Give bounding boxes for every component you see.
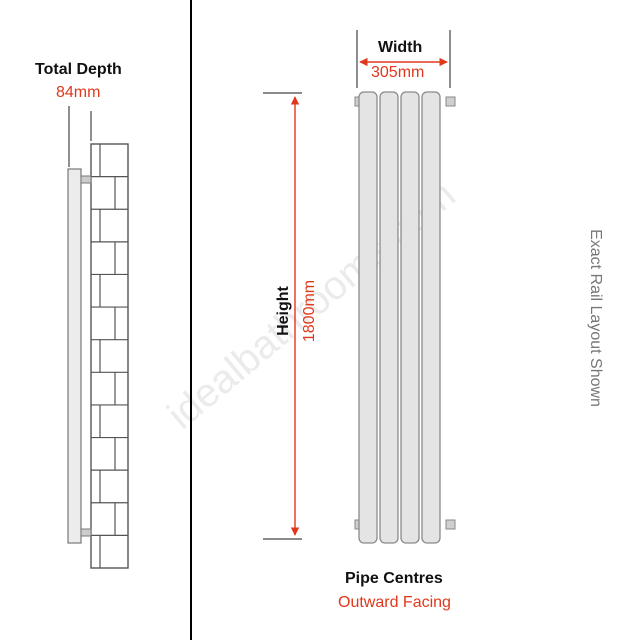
brick-wall: [90, 143, 129, 569]
height-label: Height: [275, 286, 292, 336]
depth-label: Total Depth: [35, 61, 122, 78]
side-radiator: [67, 168, 92, 544]
pipe-centres-label: Pipe Centres: [345, 570, 443, 587]
width-label: Width: [378, 39, 423, 56]
height-value: 1800mm: [301, 279, 318, 343]
pipe-centres-value: Outward Facing: [338, 594, 451, 611]
width-value: 305mm: [371, 64, 425, 81]
height-dimension: [263, 92, 302, 540]
width-dimension: [356, 30, 451, 88]
depth-value: 84mm: [56, 84, 101, 101]
depth-dimension: [68, 106, 92, 167]
layout-note: Exact Rail Layout Shown: [587, 229, 604, 407]
front-radiator: [354, 91, 456, 544]
wall-outline: [90, 143, 129, 569]
